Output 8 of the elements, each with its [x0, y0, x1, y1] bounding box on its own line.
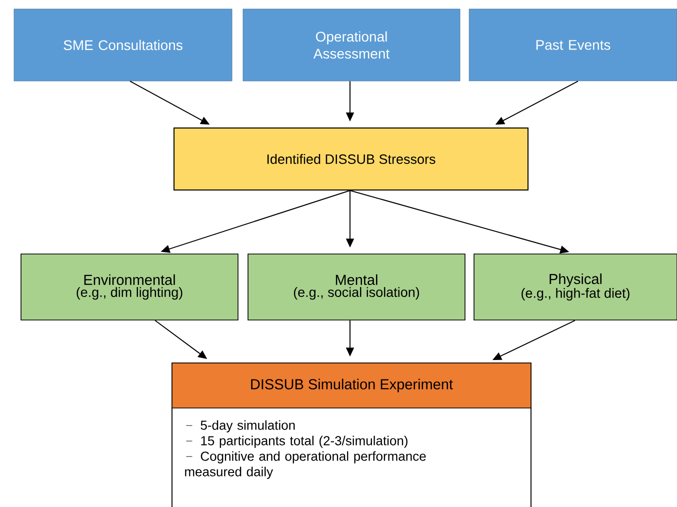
category-box: Physical (e.g., high-fat diet) — [474, 254, 677, 320]
input-box: Operational Assessment — [242, 8, 460, 82]
input-box: SME Consultations — [14, 8, 232, 82]
experiment-box: DISSUB Simulation Experiment 5-day simulation 15 participants total (2-3/simulation) Cognitive and operational performance measured daily — [172, 362, 532, 507]
category-box: Environmental (e.g., dim lighting) — [20, 254, 238, 320]
input-box: Past Events — [468, 8, 677, 82]
stressor-box: Identified DISSUB Stressors — [174, 128, 528, 190]
category-box: Mental (e.g., social isolation) — [248, 254, 466, 320]
